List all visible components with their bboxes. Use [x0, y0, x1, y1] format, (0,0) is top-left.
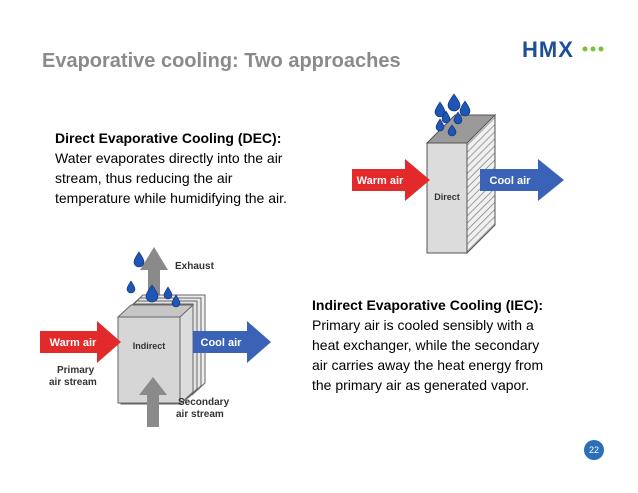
- hmx-logo: HMX: [522, 37, 612, 62]
- indirect-box-label: Indirect: [133, 341, 166, 351]
- direct-warm-label: Warm air: [357, 175, 404, 187]
- indirect-cool-arrow: [193, 321, 271, 363]
- direct-water-droplets-icon: [434, 93, 471, 137]
- iec-heading: Indirect Evaporative Cooling (IEC):: [312, 297, 544, 313]
- direct-cool-arrow: [480, 159, 564, 201]
- logo-dots-icon: [582, 46, 604, 52]
- dec-description: Direct Evaporative Cooling (DEC): Water …: [55, 128, 345, 208]
- dec-line: stream, thus reducing the air: [55, 170, 233, 186]
- iec-line: Primary air is cooled sensibly with a: [312, 317, 534, 333]
- dec-line: temperature while humidifying the air.: [55, 190, 287, 206]
- direct-warm-arrow: [352, 159, 430, 201]
- indirect-cool-label: Cool air: [201, 337, 243, 349]
- direct-box-label: Direct: [434, 192, 460, 202]
- dec-line: Water evaporates directly into the air: [55, 150, 283, 166]
- iec-line: air carries away the heat energy from: [312, 357, 544, 373]
- indirect-water-droplets-icon: [126, 251, 181, 308]
- direct-cooling-diagram: Direct Warm air Cool air: [352, 93, 564, 255]
- indirect-heat-exchanger: [116, 294, 206, 405]
- indirect-warm-label: Warm air: [50, 337, 97, 349]
- exhaust-label: Exhaust: [175, 261, 215, 272]
- primary-air-label: Primary: [57, 365, 95, 376]
- slide-title: Evaporative cooling: Two approaches: [42, 50, 401, 72]
- dec-heading: Direct Evaporative Cooling (DEC):: [55, 130, 282, 146]
- secondary-air-label: Secondary: [178, 397, 230, 408]
- direct-box-front: [426, 142, 468, 254]
- page-number-badge: 22: [584, 440, 604, 460]
- direct-cool-label: Cool air: [490, 175, 532, 187]
- indirect-warm-arrow: [40, 321, 121, 363]
- iec-description: Indirect Evaporative Cooling (IEC): Prim…: [312, 295, 612, 395]
- secondary-air-arrow: [139, 377, 167, 427]
- exhaust-arrow: [140, 247, 168, 303]
- secondary-air-label: air stream: [176, 409, 224, 420]
- logo-text: HMX: [522, 37, 574, 62]
- iec-line: heat exchanger, while the secondary: [312, 337, 540, 353]
- primary-air-label: air stream: [49, 377, 97, 388]
- indirect-cooling-diagram: Indirect Warm air Cool air Exhaust Prima…: [40, 247, 271, 427]
- iec-line: the primary air as generated vapor.: [312, 377, 530, 393]
